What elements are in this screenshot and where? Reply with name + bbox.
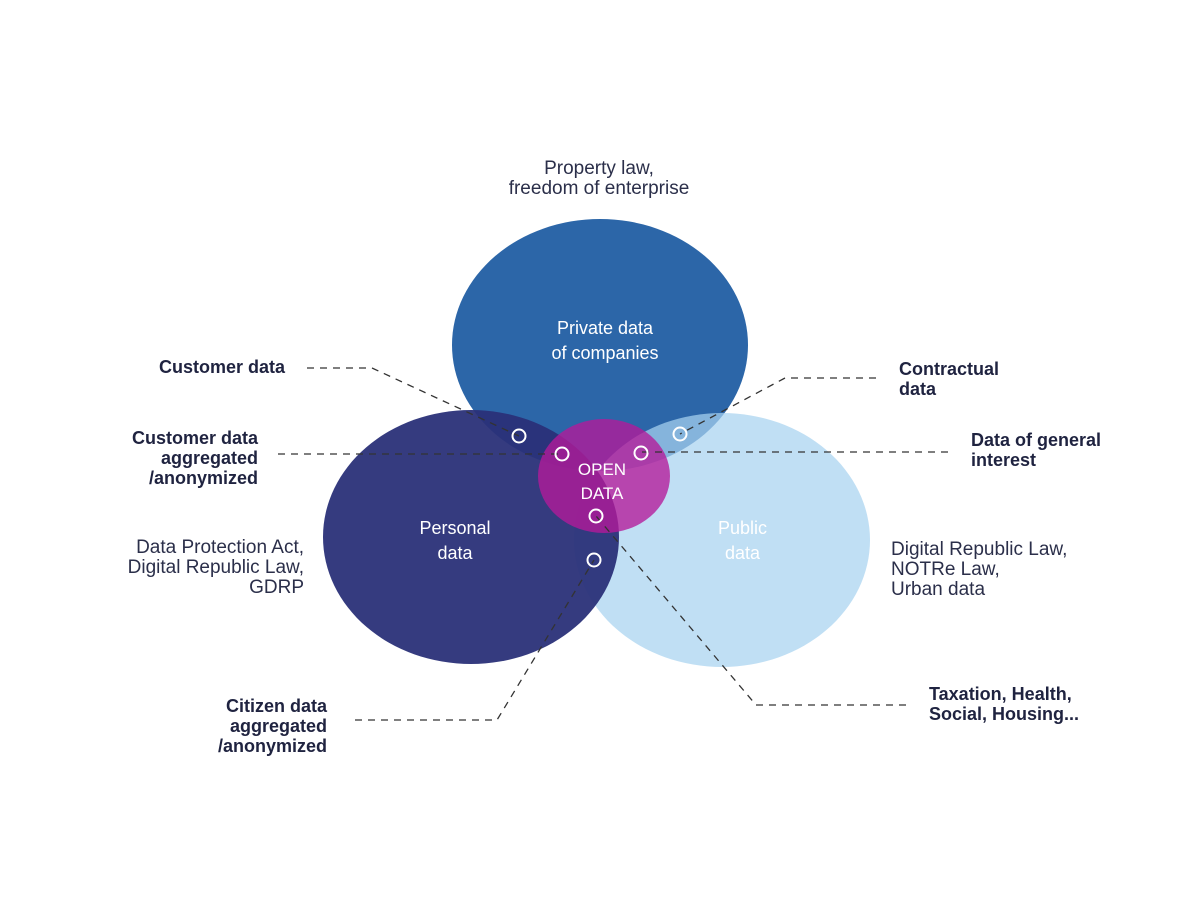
open-data-label: OPEN DATA: [577, 460, 627, 503]
taxation-leader: [595, 515, 906, 706]
private-law-text: Property law, freedom of enterprise: [508, 158, 690, 199]
private-data-label: Private data of companies: [551, 318, 659, 363]
marker-dots: [511, 426, 688, 568]
personal-law-text: Data Protection Act, Digital Republic La…: [127, 537, 304, 598]
customer-data-leader: [307, 367, 520, 437]
private-data-circle: [452, 219, 748, 471]
public-data-label: Public data: [717, 518, 768, 563]
contractual-marker: [672, 426, 688, 442]
customer-data-callout: Customer data: [158, 357, 285, 377]
citizen-aggregated-callout: Citizen data aggregated /anonymized: [217, 696, 327, 756]
contractual-callout: Contractual data: [899, 359, 1000, 399]
taxation-marker: [588, 508, 604, 524]
contractual-leader: [679, 377, 876, 435]
citizen-aggregated-leader: [355, 559, 595, 721]
public-law-text: Digital Republic Law, NOTRe Law, Urban d…: [891, 539, 1068, 600]
customer-data-marker: [511, 428, 527, 444]
general-interest-marker: [633, 445, 649, 461]
taxation-callout: Taxation, Health, Social, Housing...: [929, 684, 1080, 724]
citizen-aggregated-marker: [586, 552, 602, 568]
customer-aggregated-callout: Customer data aggregated /anonymized: [131, 428, 258, 488]
leader-lines: [278, 367, 948, 721]
general-interest-callout: Data of general interest: [971, 430, 1102, 470]
customer-aggregated-marker: [554, 446, 570, 462]
personal-data-label: Personal data: [419, 518, 491, 563]
